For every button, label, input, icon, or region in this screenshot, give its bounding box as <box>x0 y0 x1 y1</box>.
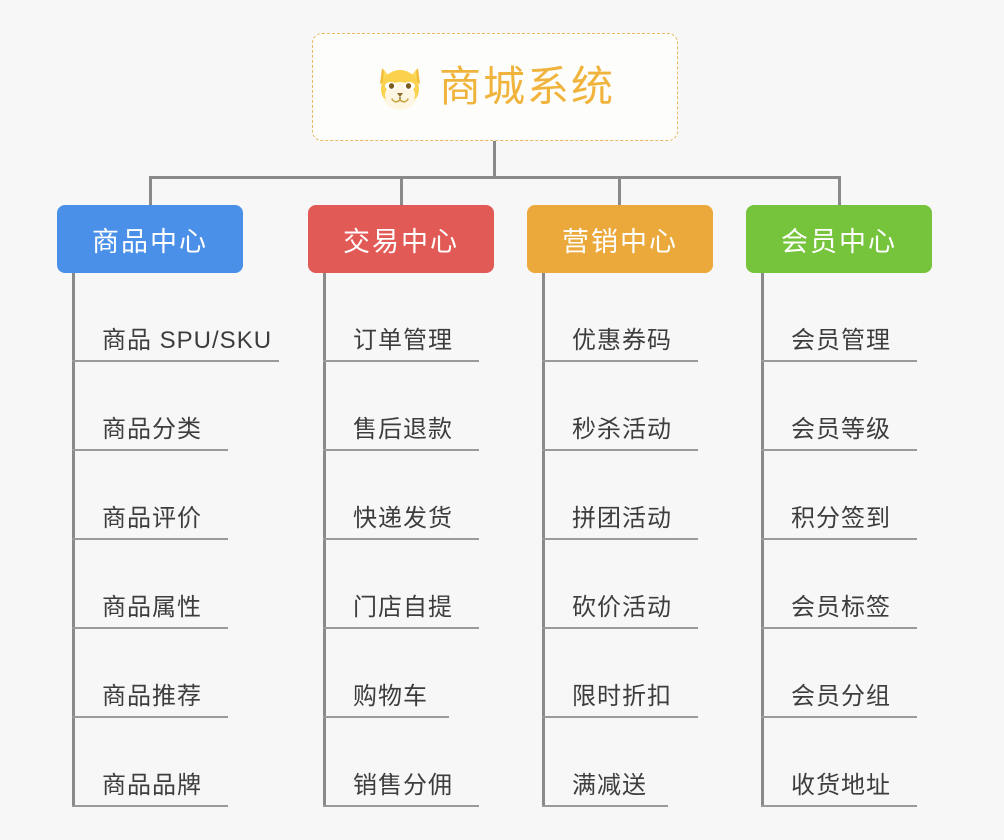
leaf-label: 销售分佣 <box>353 772 453 799</box>
leaf-rule <box>72 805 228 807</box>
category-box-marketing[interactable]: 营销中心 <box>527 205 713 273</box>
leaf-rule <box>72 627 228 629</box>
leaf-column-marketing: 优惠券码 秒杀活动 拼团活动 砍价活动 限时折扣 满减送 <box>542 273 698 807</box>
leaf-rule <box>323 538 479 540</box>
leaf-rule <box>323 360 479 362</box>
leaf-item[interactable]: 会员标签 <box>761 540 917 629</box>
branch-drop-1 <box>400 176 403 206</box>
leaf-label: 商品评价 <box>102 505 202 532</box>
leaf-label: 满减送 <box>572 772 647 799</box>
leaf-item[interactable]: 商品推荐 <box>72 629 272 718</box>
leaf-label: 收货地址 <box>791 772 891 799</box>
leaf-rule <box>323 716 449 718</box>
leaf-item[interactable]: 会员分组 <box>761 629 917 718</box>
leaf-spine <box>542 273 545 807</box>
leaf-item[interactable]: 限时折扣 <box>542 629 698 718</box>
leaf-rule <box>761 805 917 807</box>
leaf-rule <box>542 449 698 451</box>
leaf-rule <box>761 449 917 451</box>
leaf-item[interactable]: 售后退款 <box>323 362 479 451</box>
leaf-rule <box>542 538 698 540</box>
leaf-rule <box>761 360 917 362</box>
trunk-bus <box>149 176 841 179</box>
branch-drop-2 <box>618 176 621 206</box>
leaf-item[interactable]: 拼团活动 <box>542 451 698 540</box>
category-label: 商品中心 <box>92 226 208 257</box>
leaf-item[interactable]: 砍价活动 <box>542 540 698 629</box>
leaf-column-trade: 订单管理 售后退款 快递发货 门店自提 购物车 销售分佣 <box>323 273 479 807</box>
shiba-dog-icon <box>375 64 425 110</box>
leaf-item[interactable]: 秒杀活动 <box>542 362 698 451</box>
leaf-rule <box>542 627 698 629</box>
leaf-label: 订单管理 <box>353 327 453 354</box>
leaf-rule <box>72 538 228 540</box>
leaf-item[interactable]: 积分签到 <box>761 451 917 540</box>
leaf-column-product: 商品 SPU/SKU 商品分类 商品评价 商品属性 商品推荐 商品品牌 <box>72 273 279 807</box>
leaf-item[interactable]: 商品品牌 <box>72 718 272 807</box>
leaf-label: 会员分组 <box>791 683 891 710</box>
category-box-member[interactable]: 会员中心 <box>746 205 932 273</box>
leaf-item[interactable]: 会员管理 <box>761 273 917 362</box>
leaf-rule <box>542 716 698 718</box>
leaf-item[interactable]: 商品 SPU/SKU <box>72 273 279 362</box>
leaf-rule <box>761 716 917 718</box>
leaf-rule <box>761 538 917 540</box>
leaf-item[interactable]: 销售分佣 <box>323 718 479 807</box>
leaf-rule <box>72 449 228 451</box>
category-label: 营销中心 <box>562 226 678 257</box>
category-box-product[interactable]: 商品中心 <box>57 205 243 273</box>
leaf-rule <box>323 449 479 451</box>
leaf-item[interactable]: 商品分类 <box>72 362 272 451</box>
leaf-label: 商品属性 <box>102 594 202 621</box>
leaf-label: 商品分类 <box>102 416 202 443</box>
leaf-label: 积分签到 <box>791 505 891 532</box>
root-node[interactable]: 商城系统 <box>312 33 678 141</box>
branch-drop-3 <box>838 176 841 206</box>
leaf-label: 售后退款 <box>353 416 453 443</box>
branch-drop-0 <box>149 176 152 206</box>
category-label: 交易中心 <box>343 226 459 257</box>
leaf-item[interactable]: 满减送 <box>542 718 672 807</box>
leaf-label: 优惠券码 <box>572 327 672 354</box>
root-title: 商城系统 <box>438 63 615 110</box>
category-box-trade[interactable]: 交易中心 <box>308 205 494 273</box>
leaf-rule <box>323 627 479 629</box>
leaf-rule <box>542 360 698 362</box>
leaf-label: 会员标签 <box>791 594 891 621</box>
leaf-label: 限时折扣 <box>572 683 672 710</box>
leaf-label: 会员等级 <box>791 416 891 443</box>
leaf-item[interactable]: 商品评价 <box>72 451 272 540</box>
category-label: 会员中心 <box>781 226 897 257</box>
leaf-label: 商品 SPU/SKU <box>102 327 273 354</box>
leaf-label: 商品品牌 <box>102 772 202 799</box>
leaf-item[interactable]: 优惠券码 <box>542 273 698 362</box>
leaf-label: 门店自提 <box>353 594 453 621</box>
leaf-item[interactable]: 快递发货 <box>323 451 479 540</box>
leaf-rule <box>761 627 917 629</box>
leaf-rule <box>72 360 279 362</box>
leaf-item[interactable]: 会员等级 <box>761 362 917 451</box>
trunk-stem <box>493 141 496 178</box>
leaf-item[interactable]: 商品属性 <box>72 540 272 629</box>
leaf-spine <box>761 273 764 807</box>
leaf-spine <box>323 273 326 807</box>
leaf-label: 秒杀活动 <box>572 416 672 443</box>
leaf-item[interactable]: 购物车 <box>323 629 453 718</box>
leaf-rule <box>542 805 668 807</box>
leaf-item[interactable]: 门店自提 <box>323 540 479 629</box>
leaf-item[interactable]: 收货地址 <box>761 718 917 807</box>
leaf-item[interactable]: 订单管理 <box>323 273 479 362</box>
leaf-label: 会员管理 <box>791 327 891 354</box>
leaf-column-member: 会员管理 会员等级 积分签到 会员标签 会员分组 收货地址 <box>761 273 917 807</box>
leaf-label: 拼团活动 <box>572 505 672 532</box>
leaf-label: 商品推荐 <box>102 683 202 710</box>
leaf-rule <box>323 805 479 807</box>
leaf-label: 砍价活动 <box>572 594 672 621</box>
leaf-spine <box>72 273 75 807</box>
leaf-label: 购物车 <box>353 683 428 710</box>
leaf-label: 快递发货 <box>353 505 453 532</box>
leaf-rule <box>72 716 228 718</box>
